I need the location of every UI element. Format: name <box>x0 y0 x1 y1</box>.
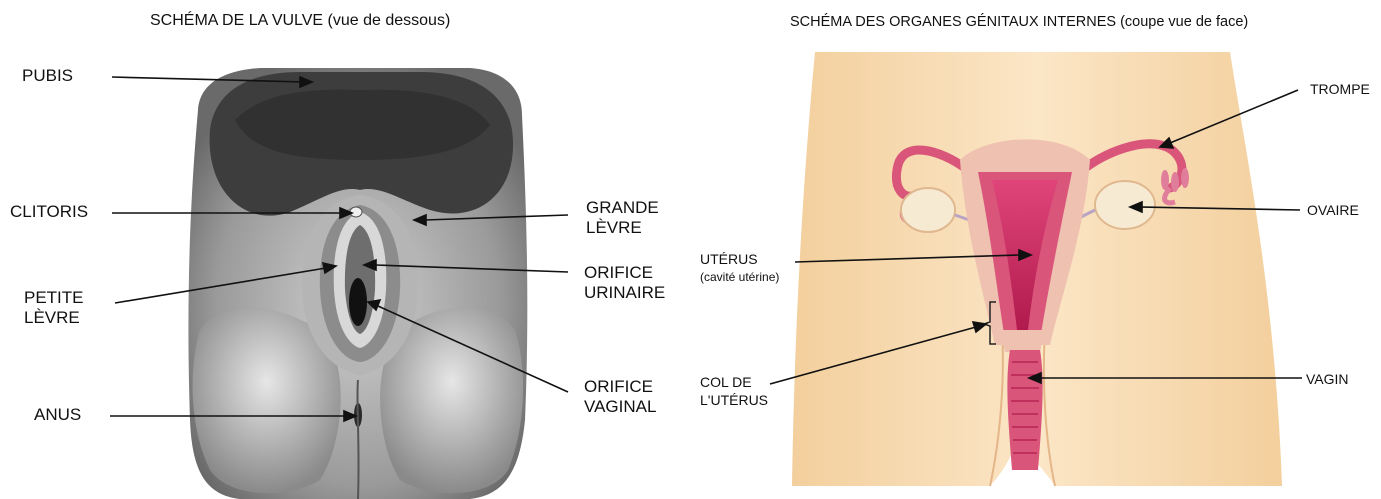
label-uterus-subtitle: (cavité utérine) <box>700 268 779 286</box>
label-trompe: TROMPE <box>1310 80 1370 98</box>
label-orifice-urinaire: ORIFICE URINAIRE <box>584 263 665 303</box>
label-grande-levre-line2: LÈVRE <box>586 218 659 238</box>
label-ovaire: OVAIRE <box>1307 201 1359 219</box>
label-petite-levre-line1: PETITE <box>24 288 84 308</box>
label-petite-levre: PETITE LÈVRE <box>24 288 84 328</box>
label-col-uterus: COL DE L'UTÉRUS <box>700 373 768 409</box>
label-col-uterus-line2: L'UTÉRUS <box>700 391 768 409</box>
label-clitoris: CLITORIS <box>10 202 88 222</box>
label-grande-levre: GRANDE LÈVRE <box>586 198 659 238</box>
label-petite-levre-line2: LÈVRE <box>24 308 84 328</box>
vulva-diagram-title: SCHÉMA DE LA VULVE (vue de dessous) <box>150 12 450 30</box>
label-uterus-line1: UTÉRUS <box>700 250 779 268</box>
label-orifice-vaginal: ORIFICE VAGINAL <box>584 377 656 417</box>
internal-organs-diagram-title: SCHÉMA DES ORGANES GÉNITAUX INTERNES (co… <box>790 14 1248 30</box>
vulva-illustration <box>188 68 527 499</box>
label-orifice-vaginal-line1: ORIFICE <box>584 377 656 397</box>
internal-organs-illustration <box>792 52 1282 486</box>
label-orifice-urinaire-line2: URINAIRE <box>584 283 665 303</box>
label-uterus: UTÉRUS (cavité utérine) <box>700 250 779 286</box>
label-grande-levre-line1: GRANDE <box>586 198 659 218</box>
label-anus: ANUS <box>34 405 81 425</box>
label-orifice-urinaire-line1: ORIFICE <box>584 263 665 283</box>
label-col-uterus-line1: COL DE <box>700 373 768 391</box>
label-vagin: VAGIN <box>1306 370 1349 388</box>
label-pubis: PUBIS <box>22 66 73 86</box>
label-orifice-vaginal-line2: VAGINAL <box>584 397 656 417</box>
